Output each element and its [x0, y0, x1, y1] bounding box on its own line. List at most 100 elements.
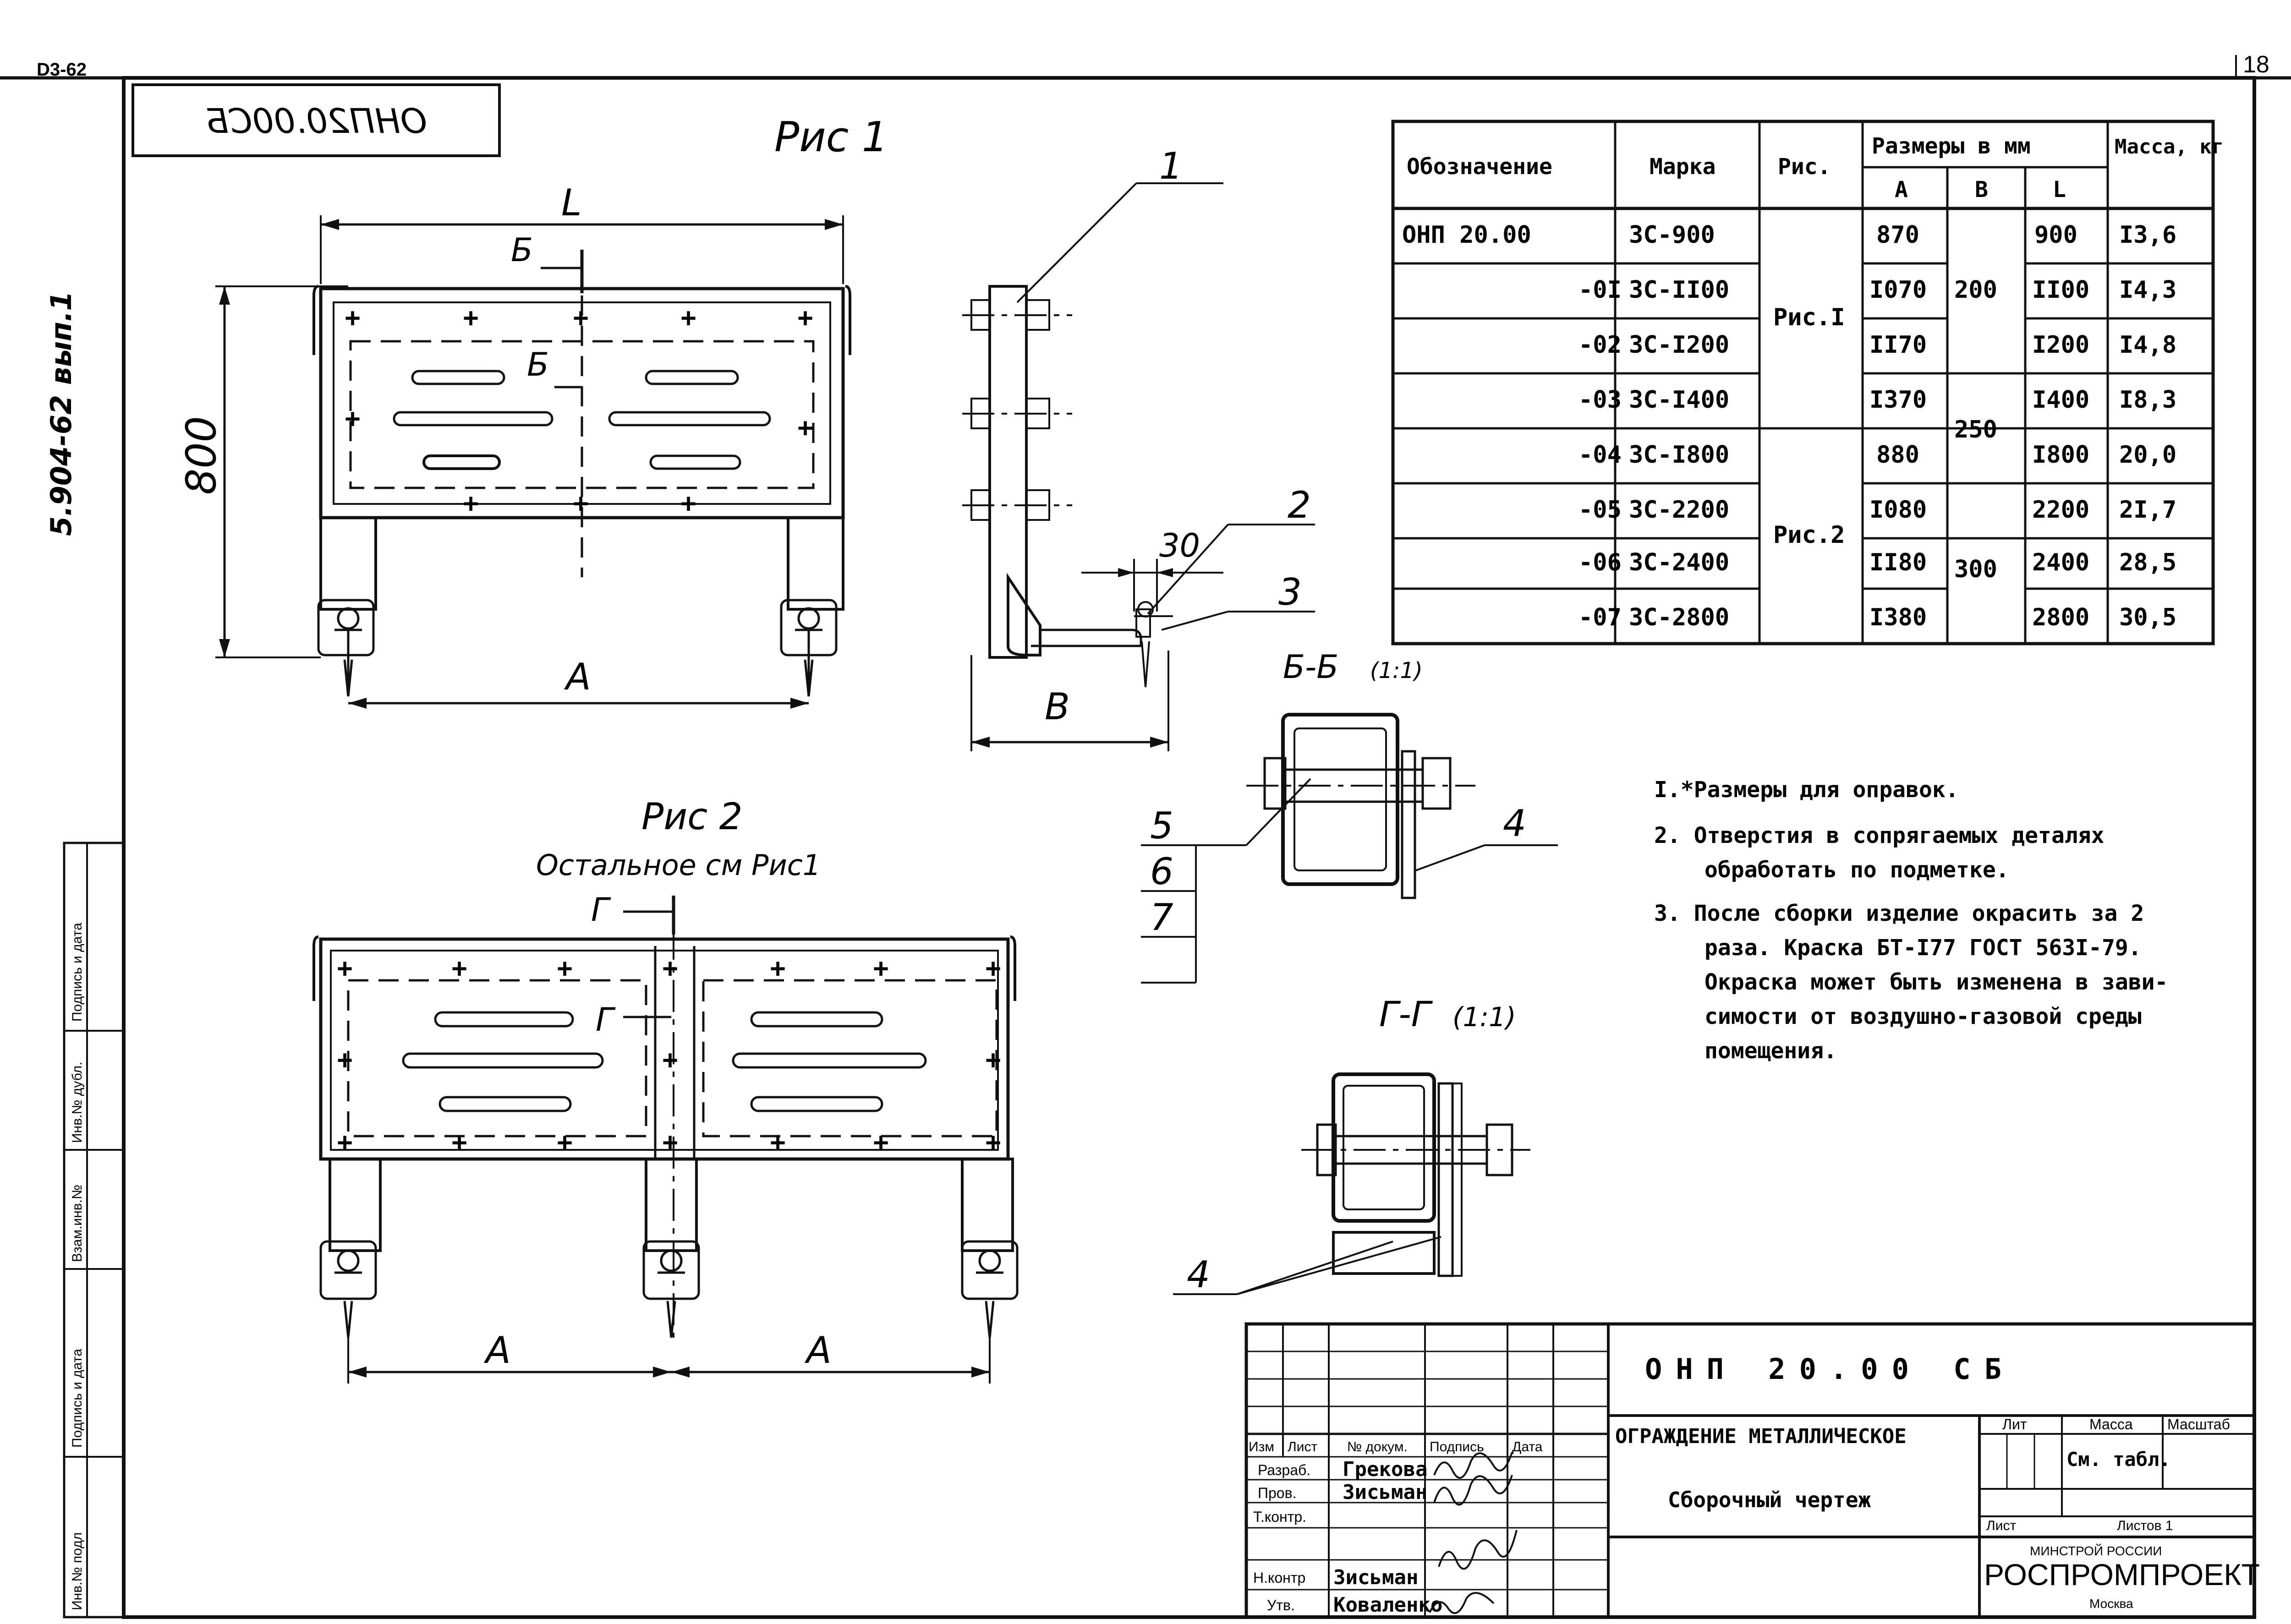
- note-line: I.*Размеры для оправок.: [1654, 777, 1959, 803]
- svg-text:+: +: [662, 953, 678, 984]
- svg-text:+: +: [873, 1127, 889, 1158]
- note-line: помещения.: [1705, 1038, 1837, 1064]
- svg-text:2800: 2800: [2032, 604, 2089, 631]
- signature-scribbles: [1429, 1452, 1518, 1614]
- tb-doc-code: ОНП 20.00 СБ: [1645, 1352, 2015, 1386]
- svg-text:I800: I800: [2032, 441, 2089, 469]
- fig1-section-mark-top: Б: [511, 231, 533, 269]
- section-gg: Г-Г (1:1) 4: [1173, 994, 1530, 1296]
- mirror-stamp-text: ОНП20.00СБ: [205, 102, 427, 141]
- tb-role: Разраб.: [1258, 1462, 1310, 1478]
- svg-text:28,5: 28,5: [2119, 549, 2176, 576]
- svg-text:+: +: [873, 953, 889, 984]
- table-row: -02 ЗС-I200 II70 I200 I4,8: [1578, 331, 2176, 359]
- note-line: 2. Отверстия в сопрягаемых деталях: [1654, 823, 2105, 848]
- svg-text:870: 870: [1876, 221, 1919, 249]
- svg-text:+: +: [680, 488, 696, 519]
- svg-text:2I,7: 2I,7: [2119, 496, 2176, 524]
- svg-text:-03: -03: [1578, 386, 1622, 414]
- tb-sheet: Лист: [1986, 1518, 2016, 1533]
- section-bb-scale: (1:1): [1370, 658, 1423, 684]
- svg-text:-0I: -0I: [1578, 276, 1622, 304]
- tb-role: Утв.: [1267, 1597, 1295, 1613]
- svg-text:30,5: 30,5: [2119, 604, 2176, 631]
- table-row: -06 ЗС-2400 II80 2400 28,5: [1578, 549, 2176, 576]
- section-bb-callout-6: 6: [1150, 850, 1173, 893]
- svg-text:I080: I080: [1869, 496, 1927, 524]
- fig2-title: Рис 2: [641, 795, 743, 838]
- svg-text:+: +: [985, 953, 1001, 984]
- left-strip: Подпись и дата Инв.№ дубл. Взам.инв.№ По…: [70, 923, 85, 1610]
- section-gg-callout-4: 4: [1187, 1253, 1210, 1296]
- hdr-A: A: [1895, 177, 1908, 202]
- svg-text:+: +: [345, 303, 361, 334]
- fig2-dim-A-left: A: [483, 1329, 511, 1372]
- svg-text:ЗС-2200: ЗС-2200: [1629, 496, 1729, 524]
- svg-text:-07: -07: [1578, 604, 1622, 631]
- tb-col-doc: № докум.: [1347, 1439, 1408, 1454]
- sheet-frame: [0, 55, 2291, 1619]
- fig-group-2: Рис.2: [1773, 521, 1845, 549]
- svg-text:ЗС-I800: ЗС-I800: [1629, 441, 1729, 469]
- fig2-front-view: Рис 2 Остальное см Рис1 Г Г: [312, 795, 1019, 1383]
- svg-text:I380: I380: [1869, 604, 1927, 631]
- svg-text:+: +: [557, 1127, 573, 1158]
- strip-label-sign-date-top: Подпись и дата: [70, 923, 85, 1022]
- sheet-number: 18: [2243, 51, 2269, 78]
- svg-text:+: +: [680, 303, 696, 334]
- svg-text:I3,6: I3,6: [2119, 221, 2176, 249]
- tb-role: Т.контр.: [1253, 1509, 1306, 1525]
- svg-text:ЗС-900: ЗС-900: [1629, 221, 1715, 249]
- tb-sheets: Листов 1: [2117, 1518, 2173, 1533]
- svg-text:+: +: [985, 1127, 1001, 1158]
- tb-role: Н.контр: [1253, 1569, 1305, 1586]
- svg-text:+: +: [337, 1045, 353, 1076]
- fig1-title: Рис 1: [774, 113, 888, 161]
- b-group-200: 200: [1954, 276, 1997, 304]
- tb-lit: Лит: [2002, 1416, 2027, 1433]
- svg-text:+: +: [662, 1045, 678, 1076]
- note-line: обработать по подметке.: [1705, 857, 2009, 883]
- tb-col-list: Лист: [1288, 1439, 1317, 1454]
- fig1-dim-L: L: [561, 181, 582, 224]
- svg-text:-05: -05: [1578, 496, 1622, 524]
- mirror-stamp: ОНП20.00СБ: [132, 83, 501, 157]
- svg-text:+: +: [337, 953, 353, 984]
- title-block: [1244, 1322, 2256, 1619]
- table-row: -0I ЗС-II00 I070 II00 I4,3: [1578, 276, 2176, 304]
- fig1-side-view: B 30 1 2 3: [962, 145, 1315, 751]
- tb-org: РОСПРОМПРОЕКТ: [1984, 1558, 2260, 1591]
- notes: I.*Размеры для оправок. 2. Отверстия в с…: [1654, 777, 2168, 1064]
- strip-label-replace-inv: Взам.инв.№: [70, 1185, 85, 1262]
- corner-code: D3-62: [37, 60, 87, 80]
- strip-label-sign-date-bottom: Подпись и дата: [70, 1349, 85, 1448]
- svg-text:II00: II00: [2032, 276, 2089, 304]
- fig1-dim-30: 30: [1159, 527, 1200, 564]
- svg-text:ЗС-I400: ЗС-I400: [1629, 386, 1729, 414]
- svg-text:880: 880: [1876, 441, 1919, 469]
- svg-text:I4,8: I4,8: [2119, 331, 2176, 359]
- svg-text:I400: I400: [2032, 386, 2089, 414]
- tb-ministry: МИНСТРОЙ РОССИИ: [2030, 1544, 2162, 1558]
- fig1-callout-1: 1: [1159, 145, 1183, 187]
- fig1-section-mark-mid: Б: [527, 346, 549, 383]
- fig1-dim-A: A: [564, 656, 591, 698]
- strip-label-orig-inv: Инв.№ подл: [70, 1532, 85, 1610]
- fig1-dim-B: B: [1045, 685, 1070, 728]
- fig2-section-mark-mid: Г: [596, 1001, 616, 1039]
- tb-name: ОГРАЖДЕНИЕ МЕТАЛЛИЧЕСКОЕ: [1615, 1425, 1907, 1448]
- section-bb-callout-7: 7: [1150, 896, 1173, 939]
- svg-text:+: +: [770, 1127, 786, 1158]
- fig2-section-mark-top: Г: [591, 891, 611, 929]
- svg-text:2400: 2400: [2032, 549, 2089, 576]
- svg-text:+: +: [557, 953, 573, 984]
- svg-text:+: +: [463, 303, 479, 334]
- svg-text:2200: 2200: [2032, 496, 2089, 524]
- svg-text:+: +: [797, 303, 813, 334]
- svg-text:+: +: [662, 1127, 678, 1158]
- svg-text:II80: II80: [1869, 549, 1927, 576]
- b-group-300: 300: [1954, 556, 1997, 583]
- fig1-front-view: Рис 1 L Б Б 800: [177, 113, 888, 709]
- note-line: Окраска может быть изменена в зави-: [1705, 969, 2168, 995]
- fig2-dim-A-right: A: [804, 1329, 832, 1372]
